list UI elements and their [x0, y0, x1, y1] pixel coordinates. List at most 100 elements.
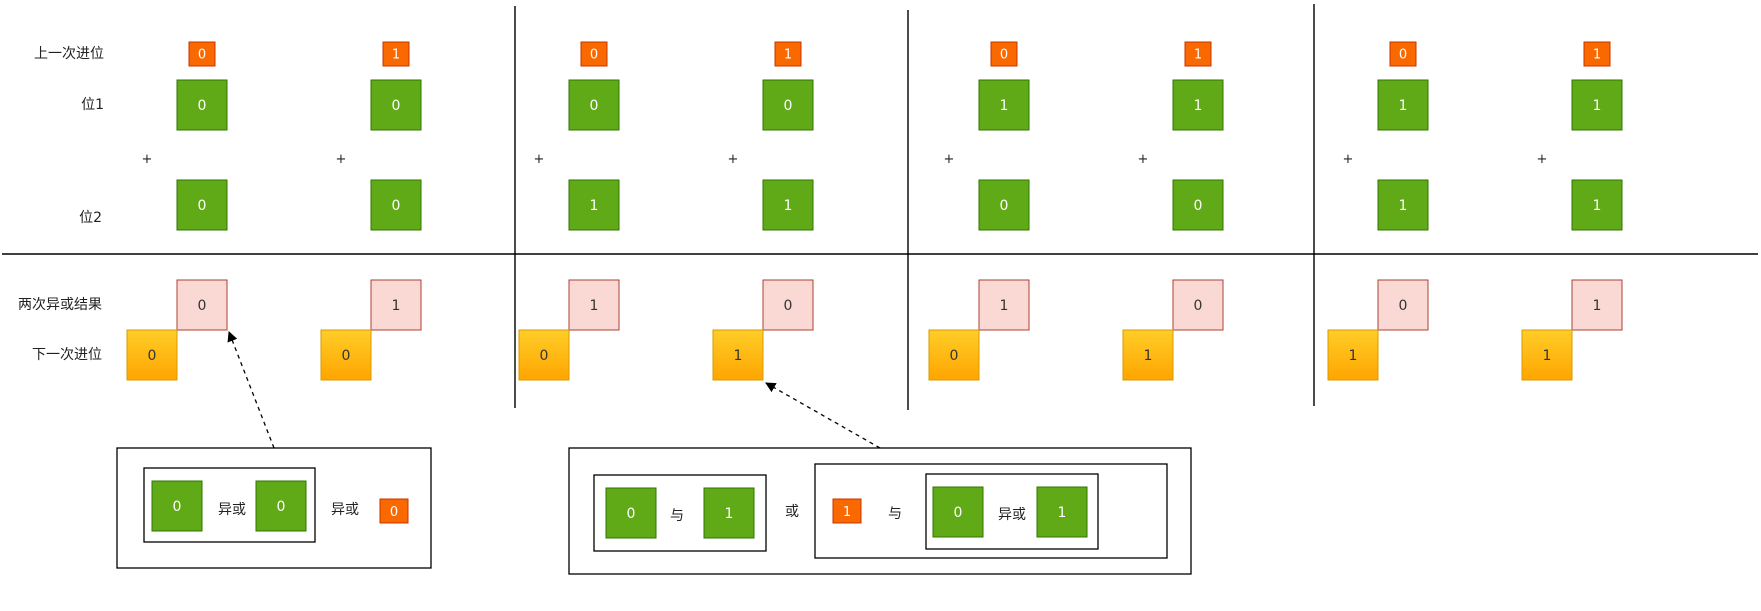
- bit2-cell: 1: [1377, 179, 1429, 231]
- carry-in-cell: 1: [1184, 41, 1212, 67]
- bit2-cell: 0: [1172, 179, 1224, 231]
- bit2-cell: 0: [370, 179, 422, 231]
- bit1-cell-value: 0: [198, 98, 207, 114]
- svg-text:1: 1: [843, 505, 851, 520]
- carry-out-cell-value: 0: [342, 348, 351, 364]
- xor-result-cell: 1: [978, 279, 1030, 331]
- bit1-cell: 1: [1172, 79, 1224, 131]
- svg-text:1: 1: [725, 506, 734, 522]
- xor-operand-c: 0: [379, 498, 409, 524]
- xor-result-cell: 1: [568, 279, 620, 331]
- carry-operand-e: 1: [1036, 486, 1088, 538]
- bit2-cell: 0: [176, 179, 228, 231]
- xor-result-cell-value: 1: [1593, 298, 1602, 314]
- row-labels: 上一次进位 位1 位2 两次异或结果 下一次进位: [18, 46, 104, 363]
- xor-result-cell: 0: [762, 279, 814, 331]
- bit1-cell-value: 1: [1399, 98, 1408, 114]
- carry-out-cell: 0: [126, 329, 178, 381]
- bit1-cell: 1: [1571, 79, 1623, 131]
- bit2-cell-value: 1: [1399, 198, 1408, 214]
- svg-text:0: 0: [954, 505, 963, 521]
- plus-sign: +: [336, 152, 347, 167]
- carry-op-or: 或: [785, 504, 799, 520]
- plus-sign: +: [534, 152, 545, 167]
- carry-out-cell: 0: [928, 329, 980, 381]
- xor-op-1: 异或: [218, 502, 246, 518]
- carry-in-cell: 1: [774, 41, 802, 67]
- bit1-cell-value: 1: [1194, 98, 1203, 114]
- and-group: [593, 474, 767, 552]
- carry-operand-c: 1: [832, 498, 862, 524]
- carry-out-cell-value: 0: [540, 348, 549, 364]
- xor-result-cell-value: 0: [1194, 298, 1203, 314]
- label-bit1: 位1: [81, 97, 104, 113]
- carry-formula-panel: 0 与 1 或 1 与 0 异或 1: [568, 447, 1192, 575]
- label-next-carry: 下一次进位: [32, 347, 102, 363]
- carry-in-cell: 0: [188, 41, 216, 67]
- carry-in-cell: 1: [382, 41, 410, 67]
- bit2-cell-value: 0: [1000, 198, 1009, 214]
- svg-text:0: 0: [277, 499, 286, 515]
- bit2-cell-value: 1: [1593, 198, 1602, 214]
- carry-operand-b: 1: [703, 487, 755, 539]
- bit1-cell-value: 0: [590, 98, 599, 114]
- carry-in-cell-value: 1: [392, 48, 400, 63]
- bit2-cell: 1: [568, 179, 620, 231]
- bit1-cell-value: 1: [1593, 98, 1602, 114]
- xor-result-cell-value: 1: [590, 298, 599, 314]
- carry-operand-d: 0: [932, 486, 984, 538]
- xor-result-cell: 0: [176, 279, 228, 331]
- bit1-cell-value: 0: [392, 98, 401, 114]
- bit2-cell-value: 0: [1194, 198, 1203, 214]
- bit2-cell: 1: [762, 179, 814, 231]
- plus-sign: +: [944, 152, 955, 167]
- xor-operand-a: 0: [151, 480, 203, 532]
- bit2-cell-value: 1: [784, 198, 793, 214]
- carry-out-cell: 0: [320, 329, 372, 381]
- xor-result-cell-value: 0: [784, 298, 793, 314]
- carry-op-xor: 异或: [998, 507, 1026, 523]
- xor-group: [925, 473, 1099, 550]
- bit1-cell: 1: [1377, 79, 1429, 131]
- xor-result-cell-value: 0: [1399, 298, 1408, 314]
- svg-text:0: 0: [173, 499, 182, 515]
- grid-lines: [2, 4, 1758, 410]
- carry-out-cell: 1: [1122, 329, 1174, 381]
- bit1-cell: 0: [762, 79, 814, 131]
- outer-and-group: [814, 463, 1168, 559]
- bit2-cell-value: 0: [392, 198, 401, 214]
- bit1-cell: 0: [370, 79, 422, 131]
- column: 0 1 1 0 1 +: [1327, 41, 1429, 381]
- arrow-to-xor-result: [227, 331, 275, 449]
- carry-out-cell: 1: [1521, 329, 1573, 381]
- carry-out-cell-value: 1: [1144, 348, 1153, 364]
- carry-out-cell-value: 1: [1349, 348, 1358, 364]
- plus-sign: +: [1343, 152, 1354, 167]
- xor-op-2: 异或: [331, 502, 359, 518]
- label-xor-result: 两次异或结果: [18, 297, 102, 313]
- svg-text:1: 1: [1058, 505, 1067, 521]
- xor-result-cell: 0: [1377, 279, 1429, 331]
- carry-in-cell-value: 0: [1000, 48, 1008, 63]
- carry-in-cell: 0: [1389, 41, 1417, 67]
- carry-op-and-1: 与: [670, 508, 684, 524]
- carry-in-cell: 0: [580, 41, 608, 67]
- carry-in-cell-value: 0: [1399, 48, 1407, 63]
- xor-inner-group: [143, 467, 316, 543]
- carry-out-cell-value: 0: [148, 348, 157, 364]
- carry-operand-a: 0: [605, 487, 657, 539]
- carry-in-cell-value: 1: [1194, 48, 1202, 63]
- bit1-cell: 0: [176, 79, 228, 131]
- plus-sign: +: [1138, 152, 1149, 167]
- plus-sign: +: [1537, 152, 1548, 167]
- carry-out-cell-value: 1: [734, 348, 743, 364]
- plus-sign: +: [142, 152, 153, 167]
- arrow-to-next-carry: [765, 382, 881, 449]
- label-prev-carry: 上一次进位: [34, 46, 104, 62]
- carry-op-and-2: 与: [888, 506, 902, 522]
